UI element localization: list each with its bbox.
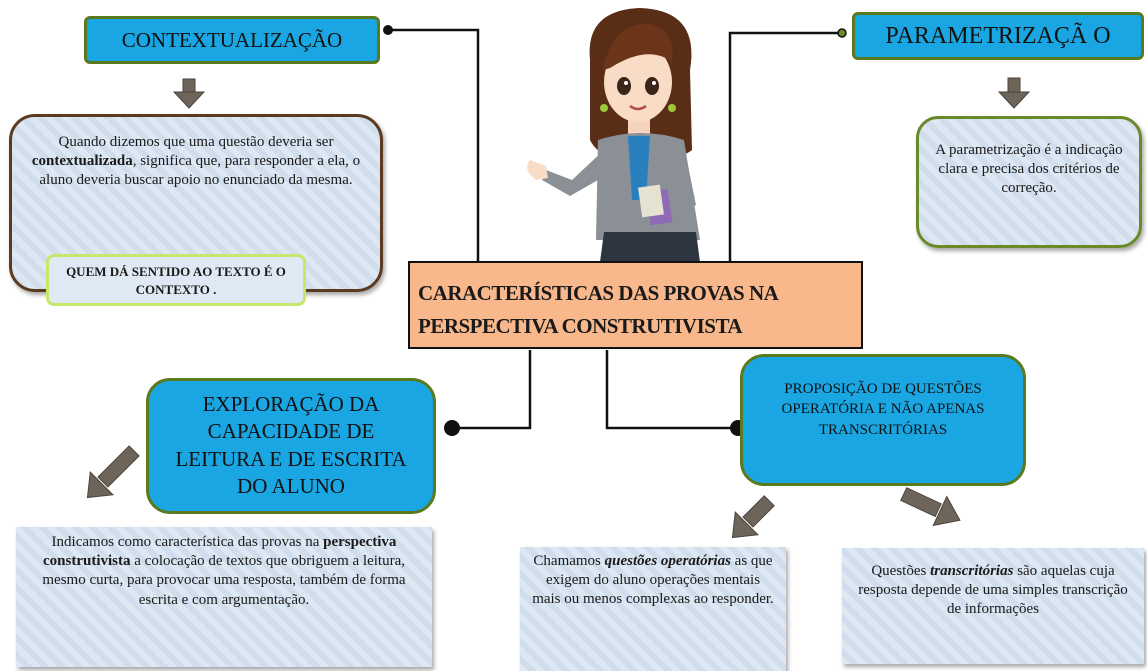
- callout-text: QUEM DÁ SENTIDO AO TEXTO É O CONTEXTO .: [66, 264, 286, 298]
- parametrizacao-body: A parametrização é a indicação clara e p…: [935, 142, 1123, 197]
- diagonal-arrow-icon: [731, 495, 775, 539]
- transcritorias-box: Questões transcritórias são aquelas cuja…: [842, 548, 1144, 664]
- exploracao-heading-text: EXPLORAÇÃO DA CAPACIDADE DE LEITURA E DE…: [175, 392, 407, 498]
- connector-dot: [444, 420, 460, 436]
- contextualizacao-heading-text: CONTEXTUALIZAÇÃO: [121, 28, 343, 52]
- down-arrow-icon: [997, 77, 1031, 109]
- exploracao-heading: EXPLORAÇÃO DA CAPACIDADE DE LEITURA E DE…: [146, 378, 436, 514]
- connector-dot: [837, 28, 847, 38]
- parametrizacao-heading: PARAMETRIZAÇÃ O: [852, 12, 1144, 60]
- contextualizacao-body-bold: contextualizada: [31, 153, 133, 170]
- transcritorias-pre: Questões: [871, 563, 931, 579]
- down-arrow-icon: [172, 78, 206, 109]
- operatorias-post: as que exigem do aluno operações mentais…: [532, 553, 774, 608]
- operatorias-bold: questões operatórias: [604, 553, 731, 569]
- transcritorias-bold: transcritórias: [930, 563, 1014, 579]
- exploracao-body-bold: perspectiva construtivista: [43, 534, 397, 570]
- contextualizacao-body-pre: Quando dizemos que uma questão deveria s…: [58, 134, 334, 150]
- title-line1: CARACTERÍSTICAS DAS PROVAS NA: [418, 281, 779, 305]
- diagonal-arrow-icon: [900, 487, 961, 527]
- proposicao-heading-text: PROPOSIÇÃO DE QUESTÕES OPERATÓRIA E NÃO …: [781, 381, 985, 438]
- exploracao-body-post: a colocação de textos que obriguem a lei…: [42, 553, 406, 608]
- exploracao-body-pre: Indicamos como característica das provas…: [51, 534, 324, 550]
- operatorias-box: Chamamos questões operatórias as que exi…: [520, 547, 786, 671]
- parametrizacao-box: A parametrização é a indicação clara e p…: [916, 116, 1142, 248]
- operatorias-pre: Chamamos: [533, 553, 605, 569]
- contextualizacao-callout: QUEM DÁ SENTIDO AO TEXTO É O CONTEXTO .: [46, 254, 306, 306]
- exploracao-box: Indicamos como característica das provas…: [16, 527, 432, 667]
- transcritorias-post: são aquelas cuja resposta depende de uma…: [858, 563, 1128, 618]
- diagonal-arrow-icon: [86, 445, 140, 499]
- contextualizacao-body-post: , significa que, para responder a ela, o…: [39, 153, 361, 189]
- contextualizacao-heading: CONTEXTUALIZAÇÃO: [84, 16, 380, 64]
- connector-dot: [383, 25, 393, 35]
- proposicao-heading: PROPOSIÇÃO DE QUESTÕES OPERATÓRIA E NÃO …: [740, 354, 1026, 486]
- parametrizacao-heading-text: PARAMETRIZAÇÃ O: [885, 23, 1111, 49]
- title-line2: PERSPECTIVA CONSTRUTIVISTA: [418, 313, 743, 338]
- page-title: CARACTERÍSTICAS DAS PROVAS NA PERSPECTIV…: [408, 261, 863, 349]
